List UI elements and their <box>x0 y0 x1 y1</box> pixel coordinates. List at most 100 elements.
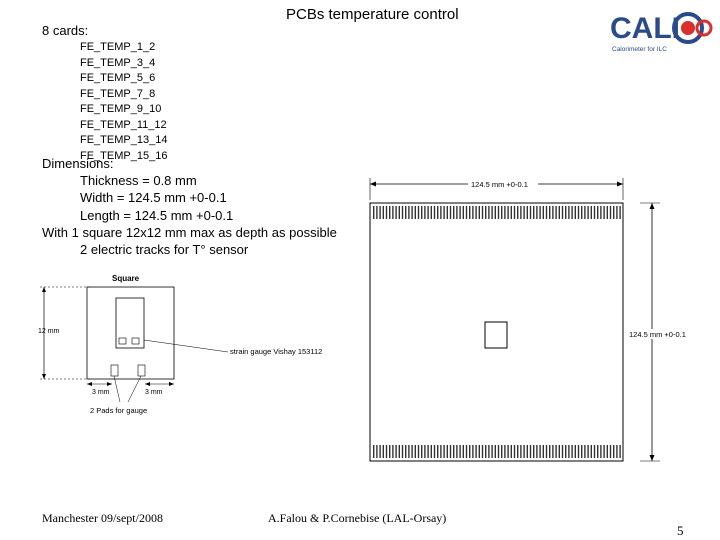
connector-pin <box>456 445 458 458</box>
connector-pin <box>574 445 576 458</box>
connector-pin <box>593 206 596 219</box>
arrow-right-icon <box>617 181 623 187</box>
side-dim-label: 124.5 mm +0-0.1 <box>629 330 686 339</box>
connector-pin <box>539 445 541 458</box>
connector-pin <box>475 206 477 219</box>
connector-pin <box>392 445 394 458</box>
connector-pin <box>504 445 506 458</box>
connector-pin <box>574 206 576 219</box>
connector-pin <box>376 206 378 219</box>
arrow-left-icon <box>87 382 92 386</box>
connector-pin <box>539 206 541 219</box>
connector-pin <box>398 445 400 458</box>
connector-pin <box>491 445 493 458</box>
pad-icon <box>137 364 146 377</box>
dimensions-heading: Dimensions: <box>42 156 114 171</box>
connector-pin <box>497 445 500 458</box>
connector-pin <box>472 206 474 219</box>
connector-pin <box>453 445 455 458</box>
connector-pin <box>568 445 570 458</box>
connector-pin <box>616 445 618 458</box>
connector-pin <box>590 445 592 458</box>
detail-board-outline <box>86 286 175 380</box>
connector-pin <box>561 445 564 458</box>
square-note: With 1 square 12x12 mm max as depth as p… <box>42 224 337 240</box>
connector-pin <box>459 206 461 219</box>
connector-pin <box>520 206 522 219</box>
connector-pin <box>549 445 551 458</box>
connector-pin <box>465 445 468 458</box>
connector-pin <box>597 206 599 219</box>
connector-pin <box>523 445 525 458</box>
card-item: FE_TEMP_7_8 <box>80 87 156 100</box>
connector-pin <box>507 206 509 219</box>
connector-pin <box>443 445 445 458</box>
connector-pin <box>603 445 605 458</box>
connector-pin <box>517 445 519 458</box>
sensor-square <box>484 321 508 349</box>
logo-ring2-icon <box>695 19 713 37</box>
connector-pin <box>456 206 458 219</box>
connector-pin <box>555 445 557 458</box>
connector-pin <box>513 445 516 458</box>
connector-pin <box>478 445 480 458</box>
footer-venue: Manchester 09/sept/2008 <box>42 511 163 525</box>
pcb-outline <box>369 202 624 462</box>
connector-pin <box>462 445 464 458</box>
connector-pin <box>584 445 586 458</box>
connector-pin <box>433 206 436 219</box>
connector-pin <box>465 206 468 219</box>
gauge-label: strain gauge Vishay 153112 <box>230 347 322 356</box>
connector-pin <box>523 206 525 219</box>
left-dim-label: 3 mm <box>92 389 110 396</box>
arrow-left-icon <box>145 382 150 386</box>
connector-pin <box>577 206 580 219</box>
pad-icon <box>131 337 140 345</box>
connector-pin <box>462 206 464 219</box>
gauge-outline <box>115 297 145 349</box>
right-dim-label: 3 mm <box>145 389 163 396</box>
connector-pin <box>414 445 416 458</box>
connector-pin <box>440 445 442 458</box>
connector-pin <box>373 206 375 219</box>
cards-list: FE_TEMP_1_2 FE_TEMP_3_4 FE_TEMP_5_6 FE_T… <box>80 40 167 164</box>
connector-pin <box>581 445 583 458</box>
connector-pin <box>545 445 548 458</box>
connector-pin <box>488 206 490 219</box>
tracks-note: 2 electric tracks for T° sensor <box>80 242 249 258</box>
pad-icon <box>118 337 127 345</box>
connector-pin <box>437 445 439 458</box>
connector-pin <box>408 206 410 219</box>
card-item: FE_TEMP_15_16 <box>80 149 168 162</box>
connector-pin <box>609 206 612 219</box>
connector-pin <box>417 445 420 458</box>
connector-pin <box>587 445 589 458</box>
connector-pin <box>600 206 602 219</box>
connector-pin <box>494 206 496 219</box>
card-item: FE_TEMP_1_2 <box>80 41 156 53</box>
connector-pin <box>408 445 410 458</box>
connector-pin <box>587 206 589 219</box>
card-item: FE_TEMP_13_14 <box>80 134 168 146</box>
connector-pin <box>398 206 400 219</box>
connector-pin <box>529 206 532 219</box>
connector-pin <box>491 206 493 219</box>
footer-authors: A.Falou & P.Cornebise (LAL-Orsay) <box>268 511 447 525</box>
card-item: FE_TEMP_11_12 <box>80 118 167 131</box>
connector-pin <box>475 445 477 458</box>
connector-pin <box>382 206 384 219</box>
connector-pin <box>427 206 429 219</box>
logo-tagline: Calorimeter for ILC <box>612 46 667 53</box>
connector-pin <box>421 445 423 458</box>
connector-pin <box>606 206 608 219</box>
connector-pin <box>446 445 448 458</box>
connector-bottom <box>373 445 621 458</box>
connector-pin <box>552 206 554 219</box>
connector-pin <box>590 206 592 219</box>
connector-pin <box>440 206 442 219</box>
connector-pin <box>472 445 474 458</box>
connector-pin <box>385 445 388 458</box>
connector-pin <box>603 206 605 219</box>
card-item: FE_TEMP_9_10 <box>80 103 162 115</box>
